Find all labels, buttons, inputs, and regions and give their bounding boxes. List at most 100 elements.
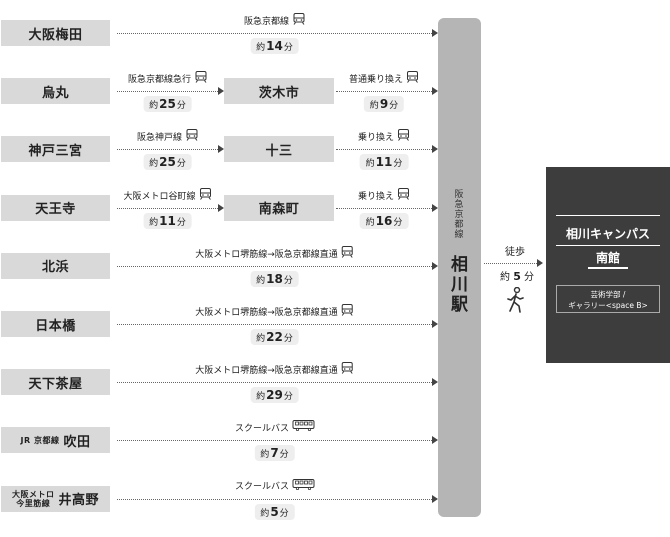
facility-line1: 芸術学部 / [590,290,626,299]
station-origin: 日本橋 [1,311,110,337]
station-name: 大阪梅田 [28,27,83,43]
route-line [117,207,218,209]
route-line [117,440,432,442]
route-line [117,382,432,384]
walking-person-icon [507,287,524,313]
route-line [117,149,218,151]
station-line-prefix: 大阪メトロ今里筋線 [11,489,55,508]
arrow-icon [432,203,438,212]
station-origin: JR 京都線吹田 [1,427,110,454]
campus-building: 南館 [595,251,620,265]
campus-name: 相川キャンパス [565,227,650,241]
route-line-label: 阪急京都線急行 [128,71,207,86]
divider [556,215,660,216]
station-origin: 烏丸 [1,78,110,105]
divider [556,245,660,246]
train-icon [194,71,207,86]
train-icon [292,13,305,28]
route-line [117,324,432,325]
station-name: 南森町 [258,202,300,218]
train-icon [185,129,198,144]
arrow-icon [432,261,438,270]
station-line-prefix: JR 京都線 [20,435,60,445]
station-origin: 天王寺 [1,194,110,221]
route-line [336,207,432,209]
train-icon [341,304,354,319]
route-line [117,498,432,500]
station-origin: 大阪メトロ今里筋線井高野 [1,485,110,512]
station-name: 神戸三宮 [28,143,83,159]
train-icon [406,71,419,86]
station-name: 天下茶屋 [28,376,83,392]
station-name: 北浜 [41,260,69,276]
arrow-icon [537,259,543,267]
arrow-icon [218,87,224,96]
route-line-label: 乗り換え [358,187,410,203]
route-line-label: 阪急京都線 [244,13,305,28]
facility-line2: ギャラリー<space B> [568,301,648,310]
divider [588,267,628,269]
station-name: 井高野 [58,493,99,509]
station-transfer: 茨木市 [224,78,334,105]
hub-station-name: 相川駅 [451,255,468,315]
campus-box: 相川キャンパス 南館 芸術学部 / ギャラリー<space B> [546,167,670,363]
route-line-label: 大阪メトロ堺筋線→阪急京都線直通 [195,245,354,261]
bus-icon [292,478,315,493]
station-name: 日本橋 [35,318,76,334]
walk-connector [484,263,537,264]
station-name: 十三 [265,143,293,159]
route-line [336,149,432,151]
station-name: 吹田 [63,434,91,450]
train-icon [397,187,410,203]
route-line [336,91,432,93]
walk-time: 約 5 分 [500,270,535,283]
arrow-icon [432,87,438,96]
route-line-label: スクールバス [235,420,315,434]
walk-label: 徒歩 [505,247,525,258]
station-name: 茨木市 [258,85,300,101]
route-line [117,33,432,34]
station-name: 烏丸 [41,85,69,101]
train-icon [199,187,212,203]
route-line-label: 阪急神戸線 [137,129,198,144]
route-line-label: スクールバス [235,478,315,493]
bus-icon [292,420,315,434]
route-line-label: 大阪メトロ堺筋線→阪急京都線直通 [195,304,354,319]
station-transfer: 南森町 [224,194,334,221]
arrow-icon [432,320,438,328]
route-line [117,265,432,267]
train-icon [341,245,354,261]
route-line-label: 大阪メトロ谷町線 [123,187,212,203]
route-line-label: 乗り換え [358,129,410,144]
arrow-icon [432,436,438,445]
campus-facility: 芸術学部 / ギャラリー<space B> [556,285,660,313]
station-transfer: 十三 [224,136,334,163]
route-line-label: 大阪メトロ堺筋線→阪急京都線直通 [195,362,354,377]
route-line [117,91,218,93]
station-origin: 北浜 [1,252,110,279]
station-name: 天王寺 [35,202,76,218]
route-line-label: 普通乗り換え [349,71,419,86]
arrow-icon [218,203,224,212]
hub-line-label: 阪急京都線 [454,190,464,240]
arrow-icon [432,29,438,37]
arrow-icon [218,145,224,154]
station-origin: 大阪梅田 [1,20,110,46]
arrow-icon [432,145,438,154]
train-icon [341,362,354,377]
station-origin: 天下茶屋 [1,369,110,396]
arrow-icon [432,494,438,503]
station-origin: 神戸三宮 [1,136,110,163]
